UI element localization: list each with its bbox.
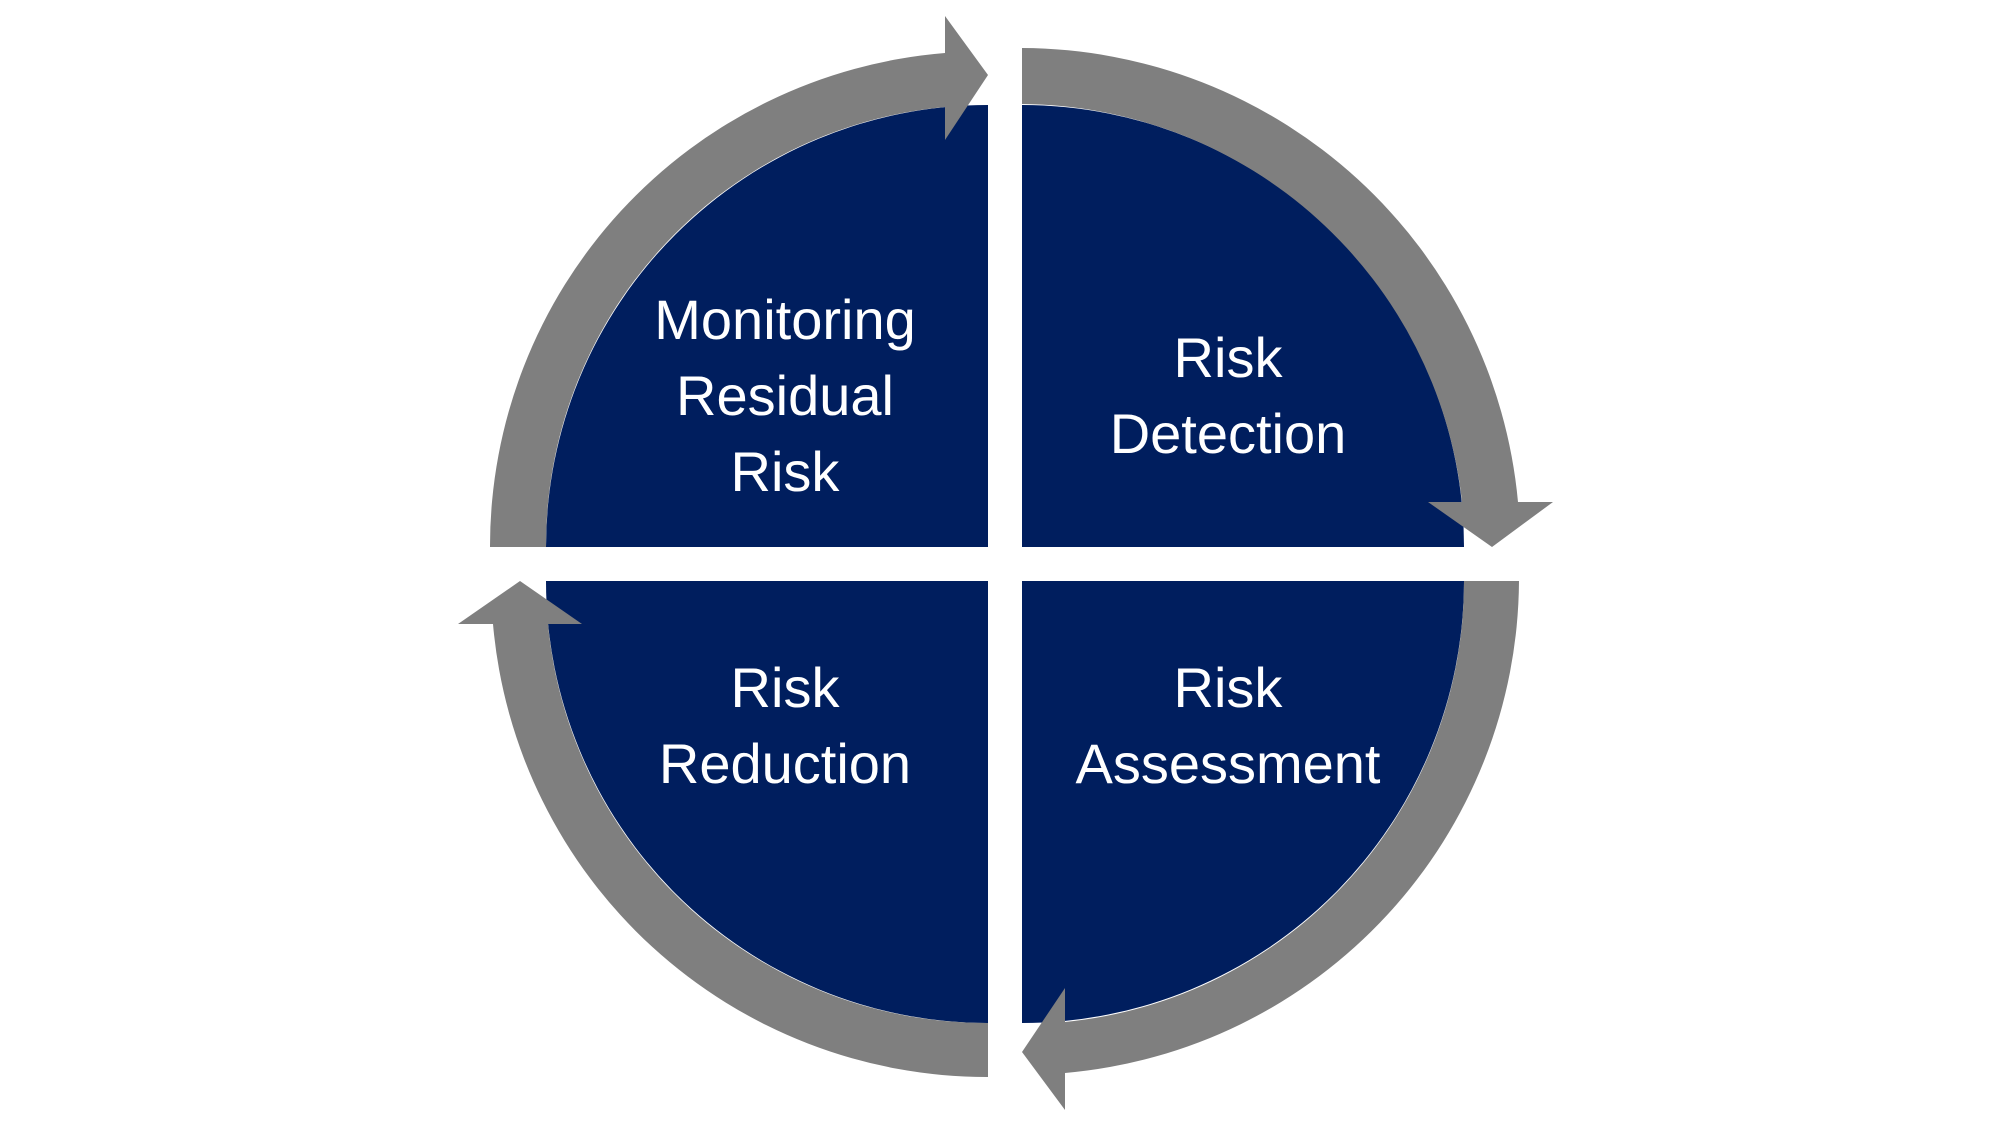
quadrant-top-left	[546, 105, 988, 547]
quadrant-label-line: Risk	[1173, 656, 1283, 719]
quadrant-bottom-right	[1022, 581, 1464, 1023]
quadrant-label-line: Reduction	[658, 732, 912, 795]
cycle-arrow-bottom-left	[458, 581, 988, 1078]
cycle-arrow-top-left	[489, 16, 988, 547]
quadrant-bottom-left	[546, 581, 988, 1023]
cycle-arrow-top-right	[1022, 48, 1553, 547]
quadrant-label-line: Risk	[730, 656, 840, 719]
quadrant-label-top-right: Risk Detection	[1110, 320, 1347, 472]
quadrant-label-line: Monitoring	[654, 288, 916, 351]
cycle-arrow-bottom-right	[1022, 581, 1519, 1110]
quadrant-label-line: Residual	[676, 364, 894, 427]
quadrant-label-top-left: Monitoring Residual Risk	[654, 282, 915, 510]
quadrant-label-line: Detection	[1109, 402, 1347, 465]
quadrant-label-line: Risk	[730, 440, 840, 503]
quadrant-top-right	[1022, 105, 1464, 547]
quadrant-label-bottom-left: Risk Reduction	[659, 650, 911, 802]
quadrant-label-bottom-right: Risk Assessment	[1076, 650, 1381, 802]
quadrant-label-line: Risk	[1173, 326, 1283, 389]
quadrant-label-line: Assessment	[1075, 732, 1381, 795]
